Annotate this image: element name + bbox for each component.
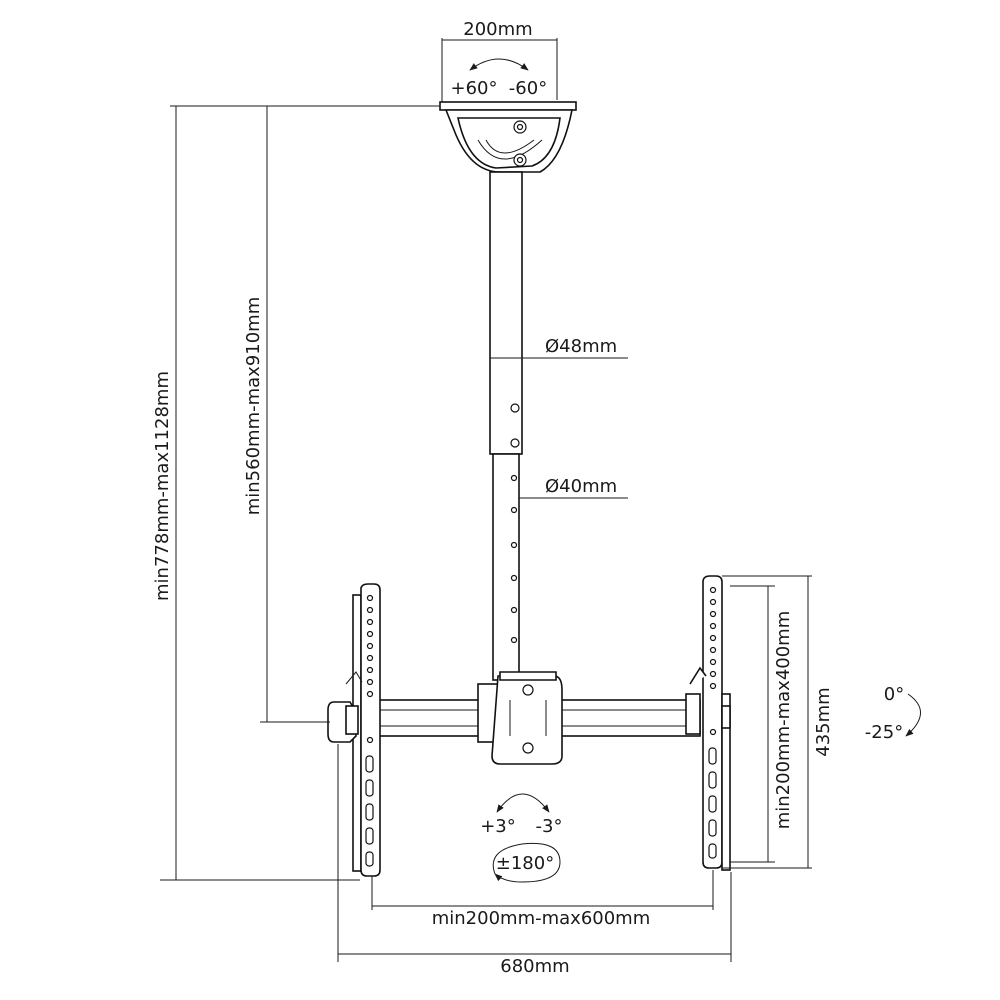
total-height-dimension: [160, 105, 440, 881]
rotation-ellipse-icon: [492, 842, 561, 883]
top-plate-width-label: 200mm: [463, 19, 532, 40]
upper-pole-diameter-label: Ø48mm: [545, 336, 617, 357]
swivel-negative-label: -60°: [509, 78, 547, 99]
overall-width-dimension: [337, 744, 732, 962]
pole-height-dimension: [260, 106, 330, 723]
vesa-vertical-label: min200mm-max400mm: [773, 611, 794, 830]
right-tilt-knob-icon: [685, 666, 731, 735]
rotation-label: ±180°: [496, 853, 554, 874]
lower-pole: [492, 453, 520, 681]
left-tilt-knob-icon: [327, 671, 363, 743]
vesa-vertical-dimension: [722, 575, 812, 869]
overall-width-label: 680mm: [500, 956, 569, 977]
arm-height-label: 435mm: [813, 687, 834, 756]
right-vesa-rail: [702, 575, 731, 871]
swivel-positive-label: +60°: [451, 78, 498, 99]
tilt-down-label: -25°: [865, 722, 903, 743]
vesa-horizontal-label: min200mm-max600mm: [432, 908, 651, 929]
tilt-arrow-icon: [905, 693, 921, 737]
level-positive-label: +3°: [480, 816, 516, 837]
top-plate-width-dimension: 200mm: [441, 19, 558, 108]
upper-pole: [489, 171, 523, 455]
vesa-horizontal-dimension: [371, 870, 714, 910]
level-arrow-icon: [496, 793, 550, 813]
pole-height-label: min560mm-max910mm: [243, 297, 264, 516]
ceiling-bracket: [439, 101, 577, 173]
tilt-up-label: 0°: [884, 684, 904, 705]
lower-pole-diameter-label: Ø40mm: [545, 476, 617, 497]
total-height-label: min778mm-max1128mm: [152, 371, 173, 601]
level-negative-label: -3°: [536, 816, 563, 837]
swivel-arrow-icon: [469, 58, 529, 71]
center-clamp: [477, 671, 563, 765]
